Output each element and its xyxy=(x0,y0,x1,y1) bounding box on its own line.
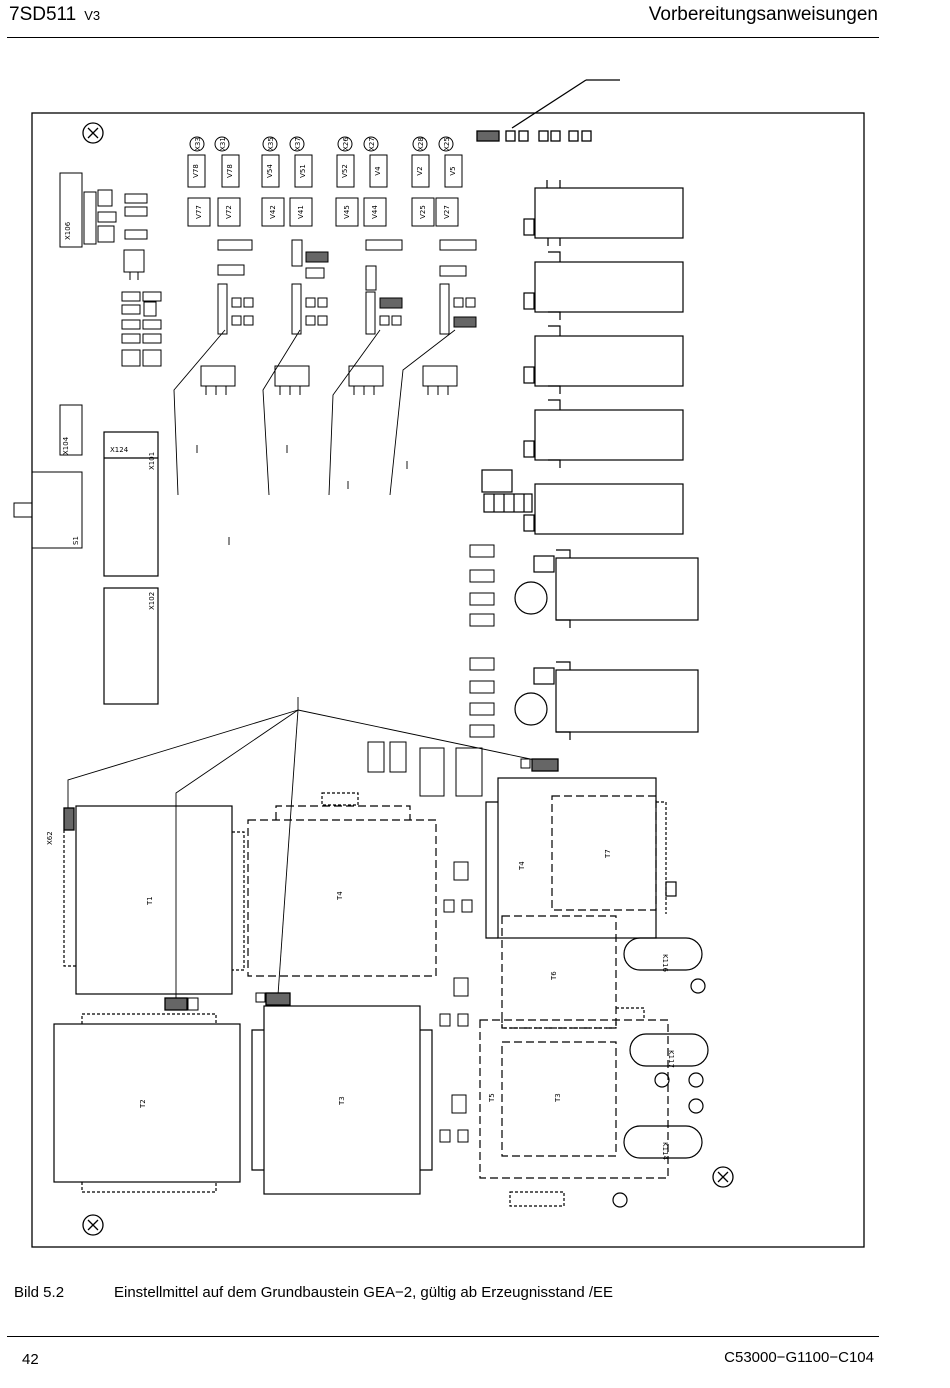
label-k116: K116 xyxy=(661,954,669,972)
jumper-bridge xyxy=(265,992,291,1006)
jumper-group-3 xyxy=(365,239,403,335)
footer-rule xyxy=(7,1336,879,1337)
label-x124: X124 xyxy=(110,446,129,454)
page-number: 42 xyxy=(22,1351,39,1368)
header-section-title: Vorbereitungsanweisungen xyxy=(648,4,878,25)
document-id: C53000−G1100−C104 xyxy=(724,1349,874,1366)
label-v41: V41 xyxy=(297,205,305,219)
label-s1: S1 xyxy=(72,536,80,545)
figure-caption-number: Bild 5.2 xyxy=(14,1284,65,1301)
label-x31: X31 xyxy=(219,137,227,151)
label-t4a: T4 xyxy=(336,891,344,901)
jumper-bridge xyxy=(531,758,559,772)
label-t3b: T3 xyxy=(554,1093,562,1103)
label-x26: X26 xyxy=(342,137,350,151)
board-outline xyxy=(31,112,865,1248)
label-t3: T3 xyxy=(338,1096,346,1106)
mount-hole xyxy=(712,1166,734,1188)
label-x33: X33 xyxy=(194,137,202,151)
label-t2: T2 xyxy=(139,1099,147,1109)
label-v78: V78 xyxy=(192,164,200,178)
jumper-group-1 xyxy=(217,239,254,335)
label-v54: V54 xyxy=(266,164,274,178)
label-v25: V25 xyxy=(419,205,427,219)
label-t5: T5 xyxy=(488,1093,496,1103)
label-x101: X101 xyxy=(148,452,156,470)
label-v44: V44 xyxy=(371,205,379,219)
jumper-group-4 xyxy=(439,239,477,335)
label-k117: K117 xyxy=(667,1050,675,1068)
label-t4b: T4 xyxy=(518,861,526,871)
label-x25: X25 xyxy=(443,137,451,151)
jumper-bridge xyxy=(164,997,188,1011)
jumper-bridge xyxy=(63,807,75,831)
jumper-bridge xyxy=(476,130,500,142)
label-x62: X62 xyxy=(46,831,54,845)
label-v45: V45 xyxy=(343,205,351,219)
label-x106: X106 xyxy=(64,221,72,240)
header-rule xyxy=(7,37,879,38)
label-t7: T7 xyxy=(604,849,612,859)
mount-hole xyxy=(82,1214,104,1236)
label-v2: V2 xyxy=(416,166,424,175)
label-x27: X27 xyxy=(368,137,376,151)
label-v4: V4 xyxy=(374,166,382,176)
label-t1: T1 xyxy=(146,896,154,906)
mount-hole xyxy=(82,122,104,144)
label-t6: T6 xyxy=(550,971,558,981)
label-x37: X37 xyxy=(294,137,302,151)
label-v27: V27 xyxy=(443,205,451,219)
jumper-pins xyxy=(505,130,592,142)
label-v42: V42 xyxy=(269,205,277,219)
header-version: V3 xyxy=(84,8,101,23)
label-v5: V5 xyxy=(449,166,457,175)
label-x28: X28 xyxy=(417,137,425,151)
relay-bank xyxy=(481,180,684,535)
figure-caption-text: Einstellmittel auf dem Grundbaustein GEA… xyxy=(114,1284,614,1301)
label-v77: V77 xyxy=(195,205,203,219)
label-x102: X102 xyxy=(148,592,156,610)
label-v52: V52 xyxy=(341,164,349,178)
label-v78b: V78 xyxy=(226,164,234,178)
label-v51: V51 xyxy=(299,164,307,178)
label-x35: X35 xyxy=(267,137,275,151)
jumper-group-2 xyxy=(291,239,329,335)
label-x104: X104 xyxy=(62,436,70,455)
label-k114: K114 xyxy=(661,1142,669,1160)
label-v72: V72 xyxy=(225,205,233,219)
